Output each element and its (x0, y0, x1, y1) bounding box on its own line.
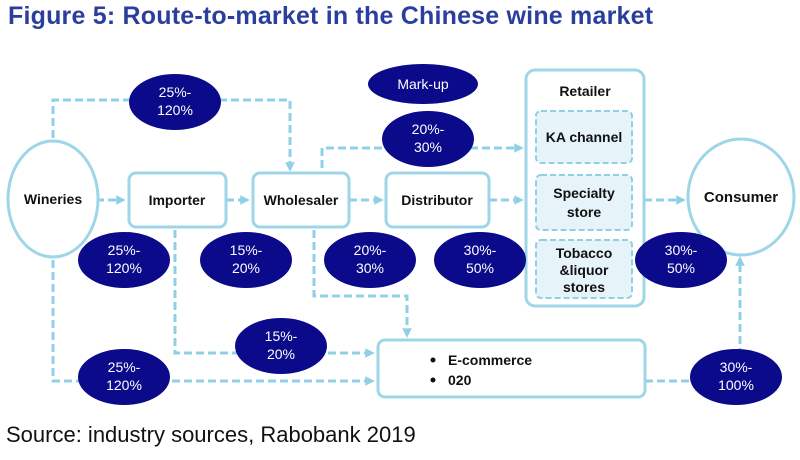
specialty-label-line2: store (567, 204, 601, 220)
markup-line1: 30%- (464, 242, 497, 258)
distributor-label: Distributor (401, 192, 473, 208)
markup-line2: 120% (106, 377, 142, 393)
markup-wholesaler-distributor: 20%- 30% (324, 232, 416, 288)
markup-line2: 50% (667, 260, 695, 276)
markup-line1: 30%- (665, 242, 698, 258)
markup-line2: 20% (267, 346, 295, 362)
specialty-store-box (535, 174, 633, 231)
markup-line1: 15%- (265, 328, 298, 344)
distributor-node: Distributor (384, 171, 491, 229)
ka-channel-box (535, 110, 633, 164)
markup-wineries-wholesaler: 25%- 120% (129, 74, 221, 130)
connector-wineries-ecommerce (51, 260, 375, 386)
tobacco-label-line3: stores (563, 279, 605, 295)
markup-wineries-importer: 25%- 120% (78, 232, 170, 288)
markup-importer-wholesaler: 15%- 20% (200, 232, 292, 288)
markup-legend: Mark-up (368, 64, 478, 104)
markup-importer-ecommerce: 15%- 20% (235, 318, 327, 374)
markup-line1: 25%- (159, 84, 192, 100)
source-note: Source: industry sources, Rabobank 2019 (6, 422, 416, 447)
markup-distributor-retailer: 30%- 50% (434, 232, 526, 288)
tobacco-label-line1: Tobacco (556, 245, 613, 261)
wholesaler-node: Wholesaler (251, 171, 351, 229)
markup-retailer-consumer: 30%- 50% (635, 232, 727, 288)
markup-line2: 100% (718, 377, 754, 393)
tobacco-label-line2: &liquor (560, 262, 610, 278)
markup-line2: 120% (106, 260, 142, 276)
markup-line2: 20% (232, 260, 260, 276)
markup-line1: 15%- (230, 242, 263, 258)
markup-line2: 120% (157, 102, 193, 118)
importer-label: Importer (149, 192, 206, 208)
figure-title: Figure 5: Route-to-market in the Chinese… (8, 2, 654, 30)
ecommerce-item-2: 020 (448, 372, 472, 388)
bullet-icon (430, 357, 436, 363)
markup-line1: 30%- (720, 359, 753, 375)
markup-line1: 25%- (108, 242, 141, 258)
markup-line2: 30% (356, 260, 384, 276)
markup-line2: 50% (466, 260, 494, 276)
bullet-icon (430, 377, 436, 383)
markup-line1: 20%- (412, 121, 445, 137)
markup-line2: 30% (414, 139, 442, 155)
retailer-label: Retailer (559, 83, 611, 99)
wineries-node: Wineries (6, 139, 100, 259)
connector-wholesaler-ecommerce (312, 230, 412, 338)
wineries-label: Wineries (24, 191, 82, 207)
consumer-node: Consumer (686, 137, 796, 257)
markup-wholesaler-retailer-top: 20%- 30% (382, 111, 474, 167)
markup-line1: 25%- (108, 359, 141, 375)
specialty-label-line1: Specialty (553, 185, 615, 201)
importer-node: Importer (127, 171, 228, 229)
connector-ecommerce-consumer (645, 256, 745, 383)
ka-channel-label: KA channel (546, 129, 623, 145)
ecommerce-item-1: E-commerce (448, 352, 532, 368)
tobacco-liquor-box (535, 239, 633, 299)
ecommerce-node: E-commerce 020 (376, 338, 647, 399)
consumer-label: Consumer (704, 189, 778, 206)
markup-legend-label: Mark-up (397, 76, 449, 92)
markup-line1: 20%- (354, 242, 387, 258)
retailer-node: Retailer KA channel Specialty store Toba… (524, 68, 646, 308)
wholesaler-label: Wholesaler (264, 192, 339, 208)
markup-wineries-ecommerce: 25%- 120% (78, 349, 170, 405)
markup-ecommerce-consumer: 30%- 100% (690, 349, 782, 405)
